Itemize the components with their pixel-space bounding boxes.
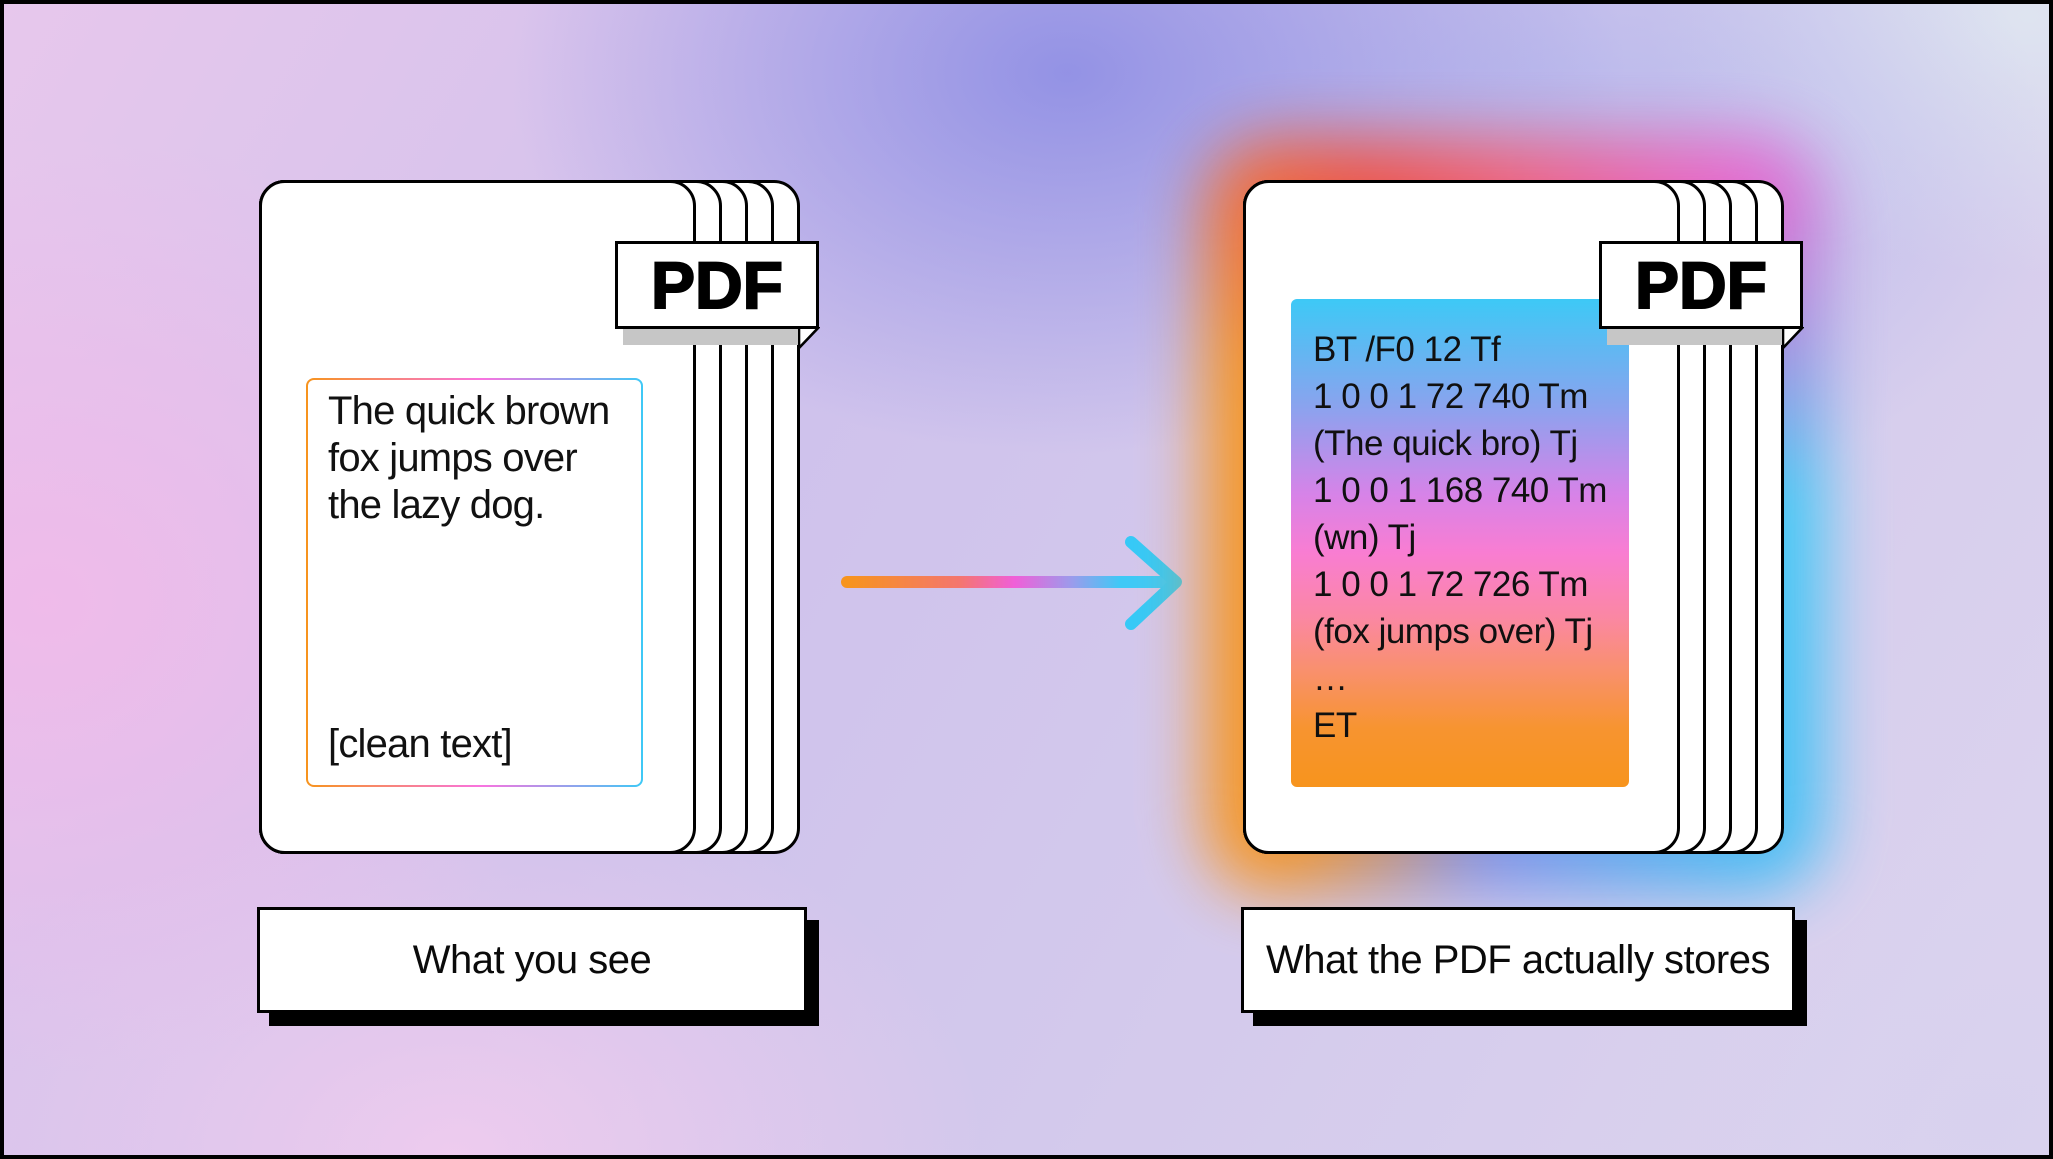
caption-what-you-see: What you see bbox=[257, 907, 807, 1013]
pdf-code-block: BT /F0 12 Tf 1 0 0 1 72 740 Tm (The quic… bbox=[1291, 299, 1629, 787]
folded-corner-icon bbox=[798, 327, 820, 349]
pdf-badge: PDF bbox=[615, 241, 819, 329]
folded-corner-icon bbox=[1782, 327, 1804, 349]
caption-what-pdf-stores: What the PDF actually stores bbox=[1241, 907, 1795, 1013]
clean-text-note: [clean text] bbox=[328, 722, 513, 766]
page-text-box: The quick brown fox jumps over the lazy … bbox=[306, 378, 643, 787]
pdf-badge: PDF bbox=[1599, 241, 1803, 329]
pdf-code-text: BT /F0 12 Tf 1 0 0 1 72 740 Tm (The quic… bbox=[1313, 330, 1607, 745]
arrow-right-icon bbox=[841, 536, 1182, 630]
page-text: The quick brown fox jumps over the lazy … bbox=[328, 389, 610, 527]
